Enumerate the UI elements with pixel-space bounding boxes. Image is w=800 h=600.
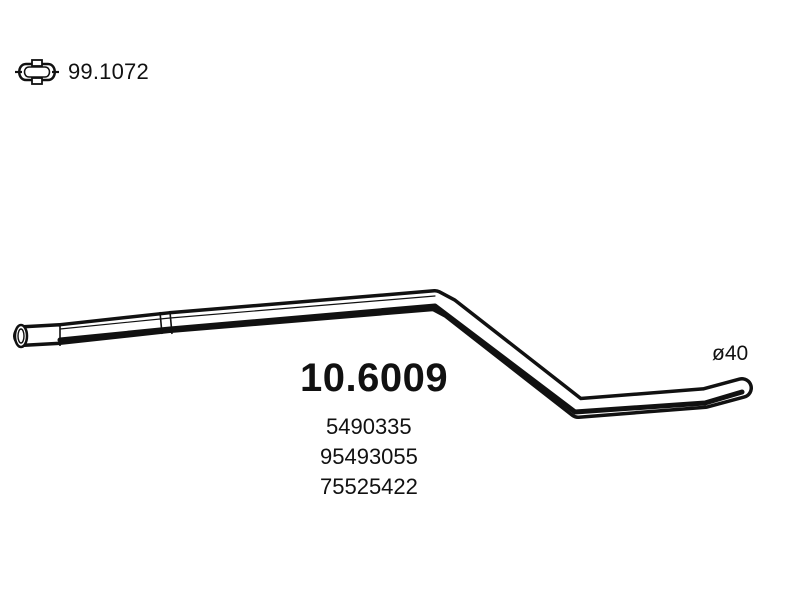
oe-number-list: 5490335 95493055 75525422 (300, 412, 480, 502)
pipe-inner-fill (16, 292, 750, 416)
pipe-end-opening (13, 323, 29, 349)
oe-number: 5490335 (326, 414, 412, 439)
pipe-shadow-line (57, 303, 745, 415)
part-number: 10.6009 (300, 356, 449, 400)
exhaust-clamp-icon (12, 54, 62, 90)
oe-number: 75525422 (320, 474, 418, 499)
diameter-label: ø40 (712, 342, 749, 365)
pipe-end-inner (17, 328, 25, 344)
clamp-reference: 99.1072 (12, 54, 149, 90)
oe-number: 95493055 (320, 444, 418, 469)
clamp-part-number: 99.1072 (68, 59, 149, 84)
pipe-sleeve-joints (59, 311, 173, 346)
